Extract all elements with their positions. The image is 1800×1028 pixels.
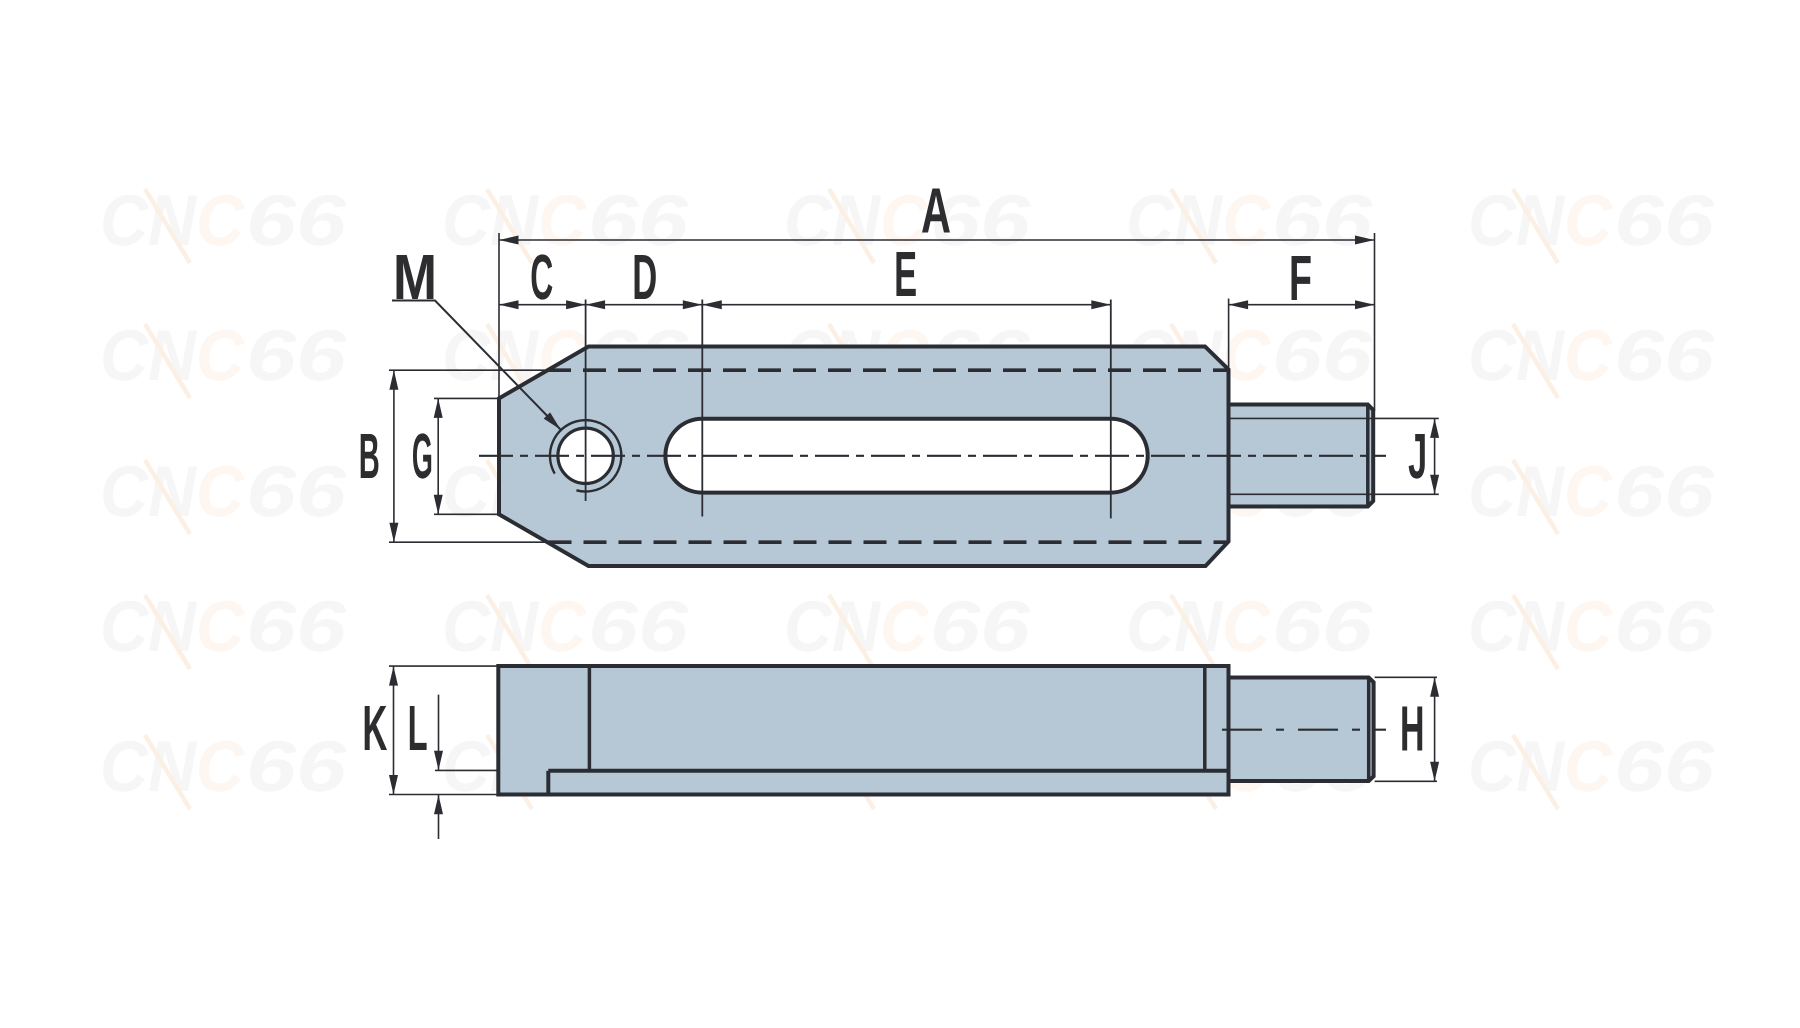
svg-text:C: C — [1564, 316, 1613, 396]
svg-text:66: 66 — [1614, 727, 1715, 807]
svg-text:C: C — [196, 727, 245, 807]
svg-text:C: C — [880, 587, 929, 667]
svg-text:66: 66 — [588, 181, 689, 261]
svg-text:C: C — [538, 181, 587, 261]
svg-text:K: K — [362, 692, 387, 764]
svg-text:C: C — [530, 241, 553, 313]
svg-text:66: 66 — [588, 587, 689, 667]
svg-text:M: M — [393, 241, 437, 313]
svg-text:66: 66 — [1614, 181, 1715, 261]
svg-text:66: 66 — [930, 181, 1031, 261]
svg-text:66: 66 — [1272, 587, 1373, 667]
svg-text:C: C — [1564, 727, 1613, 807]
svg-text:66: 66 — [1614, 587, 1715, 667]
svg-text:F: F — [1289, 242, 1312, 314]
svg-text:C: C — [196, 587, 245, 667]
svg-text:C: C — [1564, 452, 1613, 532]
svg-text:C: C — [196, 452, 245, 532]
svg-text:66: 66 — [246, 587, 347, 667]
svg-text:C: C — [196, 181, 245, 261]
svg-text:66: 66 — [1272, 316, 1373, 396]
svg-text:E: E — [894, 238, 917, 310]
svg-text:C: C — [1222, 181, 1271, 261]
svg-text:J: J — [1408, 420, 1427, 492]
svg-text:H: H — [1400, 692, 1425, 764]
svg-text:L: L — [408, 692, 428, 764]
svg-text:66: 66 — [1272, 181, 1373, 261]
svg-text:A: A — [921, 174, 951, 246]
svg-text:C: C — [880, 181, 929, 261]
svg-text:66: 66 — [1614, 452, 1715, 532]
svg-text:66: 66 — [1614, 316, 1715, 396]
svg-text:66: 66 — [246, 452, 347, 532]
svg-text:B: B — [359, 420, 380, 492]
svg-text:66: 66 — [246, 727, 347, 807]
svg-text:66: 66 — [246, 181, 347, 261]
svg-text:66: 66 — [246, 316, 347, 396]
svg-text:C: C — [1222, 587, 1271, 667]
svg-text:D: D — [632, 241, 657, 313]
svg-text:66: 66 — [930, 587, 1031, 667]
svg-text:G: G — [412, 420, 433, 492]
svg-text:C: C — [1564, 181, 1613, 261]
svg-text:C: C — [1564, 587, 1613, 667]
svg-text:C: C — [196, 316, 245, 396]
svg-text:C: C — [538, 587, 587, 667]
